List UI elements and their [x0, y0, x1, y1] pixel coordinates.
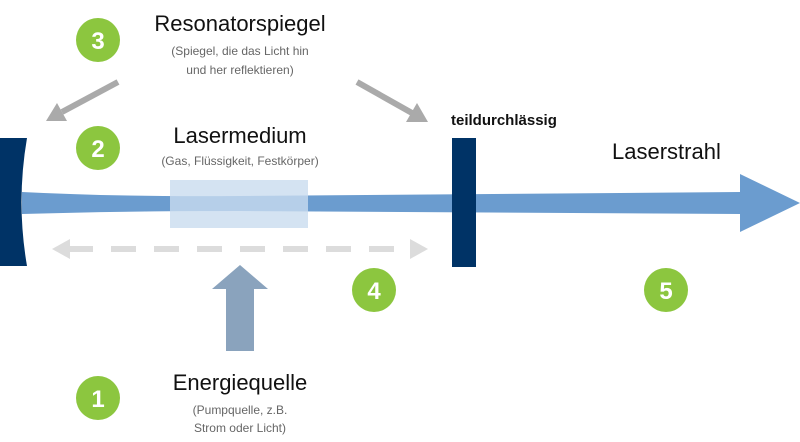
reflection-arrow-right-line [355, 79, 414, 116]
badge-circle [76, 18, 120, 62]
badge-circle [76, 126, 120, 170]
badge-number: 3 [91, 28, 104, 55]
medium-title: Lasermedium [173, 123, 306, 148]
reflection-arrows [46, 79, 428, 122]
energy-subtitle-line2: Strom oder Licht) [194, 421, 286, 435]
step-badge-5: 5 [644, 268, 688, 312]
resonator-subtitle-line1: (Spiegel, die das Licht hin [171, 44, 308, 58]
reflection-arrow-left-head [46, 103, 67, 121]
step-badge-1: 1 [76, 376, 120, 420]
energy-subtitle-line1: (Pumpquelle, z.B. [193, 403, 288, 417]
step-badge-4: 4 [352, 268, 396, 312]
badge-circle [76, 376, 120, 420]
laser-beam [22, 174, 800, 232]
dashed-double-arrow [52, 239, 428, 259]
badge-number: 5 [659, 278, 672, 305]
right-mirror [452, 138, 476, 267]
pump-arrow [212, 265, 268, 351]
reflection-arrow-right-head [406, 103, 428, 122]
badge-number: 1 [91, 386, 104, 413]
laser-medium-box [170, 180, 308, 228]
badge-circle [644, 268, 688, 312]
laser-beam-label: Laserstrahl [612, 139, 721, 164]
badge-number: 4 [367, 278, 381, 305]
resonator-title: Resonatorspiegel [154, 11, 325, 36]
left-mirror [0, 138, 27, 266]
reflection-arrow-left-line [60, 79, 120, 115]
dashed-arrowhead-right [410, 239, 428, 259]
badge-circle [352, 268, 396, 312]
dashed-arrowhead-left [52, 239, 70, 259]
badge-number: 2 [91, 136, 104, 163]
semi-transparent-label: teildurchlässig [451, 112, 557, 129]
resonator-subtitle-line2: und her reflektieren) [186, 63, 293, 77]
step-badge-3: 3 [76, 18, 120, 62]
step-badge-2: 2 [76, 126, 120, 170]
energy-title: Energiequelle [173, 370, 308, 395]
medium-subtitle: (Gas, Flüssigkeit, Festkörper) [161, 154, 318, 168]
